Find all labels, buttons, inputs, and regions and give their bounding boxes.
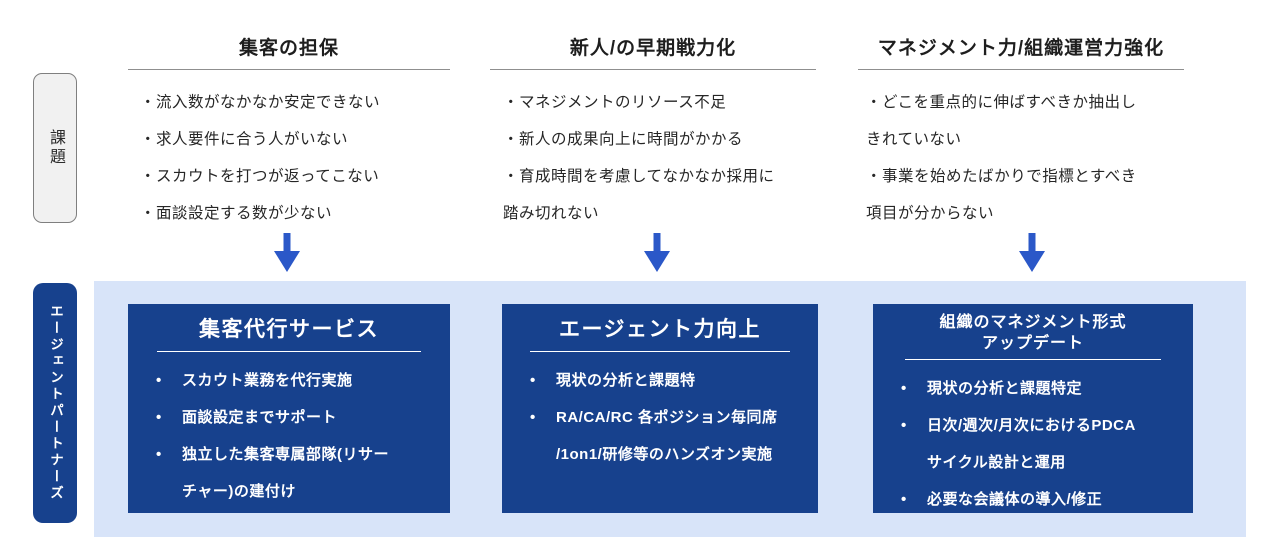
solution-item: • 日次/週次/月次におけるPDCA bbox=[901, 407, 1183, 444]
problem-line: 踏み切れない bbox=[503, 205, 600, 222]
problem-line: ・流入数がなかなか安定できない bbox=[140, 94, 381, 111]
problem-line: ・スカウトを打つが返ってこない bbox=[140, 168, 380, 185]
solution-title-line: 組織のマネジメント形式 bbox=[939, 314, 1127, 331]
column-header-3-label: マネジメント力/組織運営力強化 bbox=[877, 38, 1165, 59]
side-label-problems-text: 課題 bbox=[47, 129, 64, 167]
problem-line: ・育成時間を考慮してなかなか採用に bbox=[503, 168, 775, 185]
down-arrow-icon bbox=[273, 233, 301, 273]
problem-line: ・求人要件に合う人がいない bbox=[140, 131, 349, 148]
solution-title-line: 集客代行サービス bbox=[199, 318, 379, 341]
problem-line: ・事業を始めたばかりで指標とすべき bbox=[866, 168, 1137, 185]
solution-box-2-title: エージェント力向上 bbox=[502, 304, 818, 343]
solution-box-3-title: 組織のマネジメント形式 アップデート bbox=[873, 304, 1193, 354]
problem-line: ・新人の成果向上に時間がかかる bbox=[503, 131, 744, 148]
problem-list-3: ・どこを重点的に伸ばすべきか抽出し きれていない ・事業を始めたばかりで指標とす… bbox=[866, 84, 1196, 232]
solution-item-continuation: サイクル設計と運用 bbox=[901, 444, 1183, 481]
problem-line: きれていない bbox=[866, 131, 962, 148]
solution-item: • 面談設定までサポート bbox=[156, 399, 440, 436]
solution-item: • 現状の分析と課題特 bbox=[530, 362, 808, 399]
bullet-icon: • bbox=[156, 372, 162, 389]
bullet-icon: • bbox=[901, 417, 907, 434]
problem-line: ・面談設定する数が少ない bbox=[140, 205, 333, 222]
column-header-1: 集客の担保 bbox=[128, 33, 450, 70]
side-label-solutions: エージェントパートナーズ bbox=[33, 283, 77, 523]
down-arrow-icon bbox=[1018, 233, 1046, 273]
bullet-icon: • bbox=[156, 409, 162, 426]
solution-box-1: 集客代行サービス • スカウト業務を代行実施 • 面談設定までサポート • 独立… bbox=[128, 304, 450, 513]
solution-box-2: エージェント力向上 • 現状の分析と課題特 • RA/CA/RC 各ポジション毎… bbox=[502, 304, 818, 513]
solution-item: • スカウト業務を代行実施 bbox=[156, 362, 440, 399]
solution-item-continuation: チャー)の建付け bbox=[156, 473, 440, 510]
solution-box-2-items: • 現状の分析と課題特 • RA/CA/RC 各ポジション毎同席 /1on1/研… bbox=[502, 358, 818, 473]
solution-box-3-items: • 現状の分析と課題特定 • 日次/週次/月次におけるPDCA サイクル設計と運… bbox=[873, 366, 1193, 518]
solution-box-1-items: • スカウト業務を代行実施 • 面談設定までサポート • 独立した集客専属部隊(… bbox=[128, 358, 450, 510]
bullet-icon: • bbox=[530, 372, 536, 389]
side-label-problems: 課題 bbox=[33, 73, 77, 223]
bullet-icon: • bbox=[901, 380, 907, 397]
column-header-2-label: 新人/の早期戦力化 bbox=[569, 38, 737, 59]
side-label-solutions-text: エージェントパートナーズ bbox=[48, 304, 63, 502]
solution-box-3: 組織のマネジメント形式 アップデート • 現状の分析と課題特定 • 日次/週次/… bbox=[873, 304, 1193, 513]
bullet-icon: • bbox=[530, 409, 536, 426]
solution-title-line: アップデート bbox=[981, 335, 1084, 352]
solution-item: • 現状の分析と課題特定 bbox=[901, 370, 1183, 407]
solution-item: • RA/CA/RC 各ポジション毎同席 bbox=[530, 399, 808, 436]
title-underline bbox=[905, 359, 1161, 360]
problem-list-1: ・流入数がなかなか安定できない ・求人要件に合う人がいない ・スカウトを打つが返… bbox=[140, 84, 460, 232]
solution-title-line: エージェント力向上 bbox=[558, 318, 762, 341]
problem-line: 項目が分からない bbox=[866, 205, 995, 222]
problem-list-2: ・マネジメントのリソース不足 ・新人の成果向上に時間がかかる ・育成時間を考慮し… bbox=[503, 84, 833, 232]
solution-box-1-title: 集客代行サービス bbox=[128, 304, 450, 343]
bullet-icon: • bbox=[901, 491, 907, 508]
title-underline bbox=[156, 351, 422, 352]
problem-line: ・どこを重点的に伸ばすべきか抽出し bbox=[866, 94, 1137, 111]
bullet-spacer bbox=[156, 473, 182, 510]
solution-item: • 必要な会議体の導入/修正 bbox=[901, 481, 1183, 518]
column-header-2: 新人/の早期戦力化 bbox=[490, 33, 816, 70]
title-underline bbox=[530, 351, 790, 352]
column-header-1-label: 集客の担保 bbox=[238, 38, 339, 59]
column-header-3: マネジメント力/組織運営力強化 bbox=[858, 33, 1184, 70]
down-arrow-icon bbox=[643, 233, 671, 273]
bullet-spacer bbox=[901, 444, 927, 481]
bullet-spacer bbox=[530, 436, 556, 473]
solution-item: • 独立した集客専属部隊(リサー bbox=[156, 436, 440, 473]
problem-line: ・マネジメントのリソース不足 bbox=[503, 94, 727, 111]
bullet-icon: • bbox=[156, 446, 162, 463]
solution-item-continuation: /1on1/研修等のハンズオン実施 bbox=[530, 436, 808, 473]
